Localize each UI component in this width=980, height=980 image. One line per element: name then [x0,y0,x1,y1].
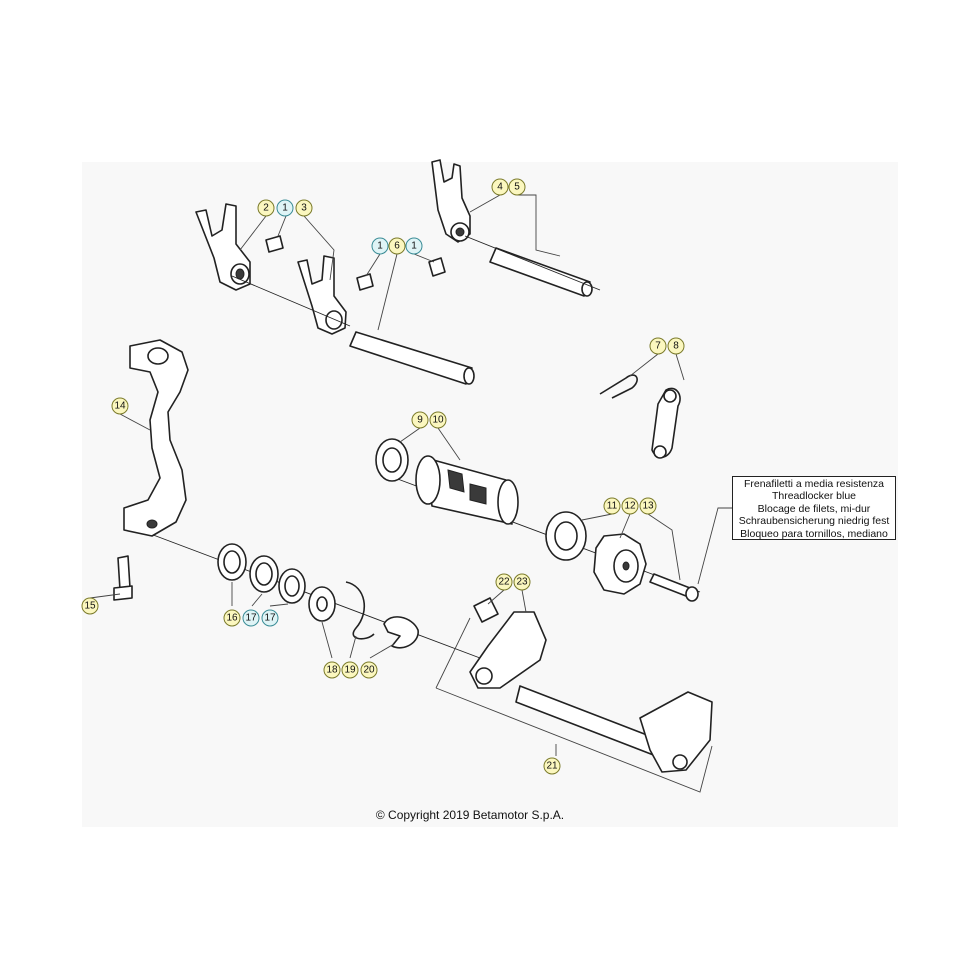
needle-bearing-17b [278,568,306,604]
callout-21: 21 [543,757,561,775]
svg-text:1: 1 [377,241,383,252]
shift-fork-left [195,203,251,291]
drum-bearing [545,511,587,561]
svg-text:19: 19 [344,665,356,676]
svg-text:11: 11 [607,501,618,512]
callout-23: 23 [513,573,531,591]
svg-text:1: 1 [411,241,417,252]
svg-text:17: 17 [245,613,257,624]
callout-16: 16 [223,609,241,627]
spring-19 [345,581,375,640]
drum-seal [375,438,409,482]
callout-14: 14 [111,397,129,415]
note-line-fr: Blocage de filets, mi-dur [757,502,871,515]
callout-5: 5 [508,178,526,196]
shift-fork-right [431,159,471,243]
svg-text:12: 12 [624,501,636,512]
callout-1b: 1 [371,237,389,255]
svg-text:17: 17 [264,613,276,624]
lever-bolt [113,555,133,601]
callout-12: 12 [621,497,639,515]
selector-shaft [515,685,713,773]
return-spring [599,374,638,399]
callout-10: 10 [429,411,447,429]
clip-20 [383,616,419,649]
detent-lever [651,387,681,459]
fork-pin-1b [356,273,374,291]
svg-text:9: 9 [417,415,423,426]
shift-drum [415,455,519,525]
shift-fork-pin [265,235,284,253]
svg-text:8: 8 [673,341,679,352]
callout-3: 3 [295,199,313,217]
note-line-it: Frenafiletti a media resistenza [743,478,885,490]
svg-text:4: 4 [497,182,503,193]
callout-18: 18 [323,661,341,679]
threadlocker-note: Frenafiletti a media resistenza Threadlo… [732,476,896,540]
callout-4: 4 [491,178,509,196]
shift-fork-middle [297,255,347,335]
svg-text:3: 3 [301,203,307,214]
svg-text:22: 22 [498,577,510,588]
note-line-es: Bloqueo para tornillos, mediano [740,527,888,540]
svg-text:20: 20 [363,665,375,676]
svg-text:10: 10 [432,415,444,426]
callout-11: 11 [603,497,621,515]
svg-text:6: 6 [394,241,400,252]
needle-bearing-17a [249,555,279,593]
svg-text:14: 14 [114,401,126,412]
star-cam-bolt [649,573,699,602]
svg-text:16: 16 [226,613,238,624]
svg-text:1: 1 [282,203,288,214]
callout-15: 15 [81,597,99,615]
callout-2: 2 [257,199,275,217]
callout-1c: 1 [405,237,423,255]
svg-text:15: 15 [84,601,96,612]
callout-20: 20 [360,661,378,679]
svg-text:5: 5 [514,182,520,193]
leader-lines [89,194,732,793]
callout-17a: 17 [242,609,260,627]
callout-22: 22 [495,573,513,591]
bearing-16 [217,543,247,581]
svg-text:21: 21 [546,761,558,772]
callout-13: 13 [639,497,657,515]
shift-lever [123,339,189,537]
svg-text:7: 7 [655,341,661,352]
star-cam [593,533,647,595]
callout-9: 9 [411,411,429,429]
svg-text:13: 13 [642,501,654,512]
fork-shaft-5 [489,247,593,297]
note-line-de: Schraubensicherung niedrig fest [738,515,890,528]
spring-22 [473,597,499,623]
guide-plate-23 [469,611,547,689]
washer-18 [308,586,336,622]
svg-text:2: 2 [263,203,269,214]
callout-19: 19 [341,661,359,679]
callout-1a: 1 [276,199,294,217]
callout-8: 8 [667,337,685,355]
note-line-en: Threadlocker blue [771,490,857,503]
fork-pin-1c [428,257,446,277]
callout-6: 6 [388,237,406,255]
callout-17b: 17 [261,609,279,627]
svg-text:23: 23 [516,577,528,588]
copyright-text: © Copyright 2019 Betamotor S.p.A. [375,808,565,822]
fork-shaft-6 [349,331,475,385]
svg-text:18: 18 [326,665,338,676]
callout-7: 7 [649,337,667,355]
